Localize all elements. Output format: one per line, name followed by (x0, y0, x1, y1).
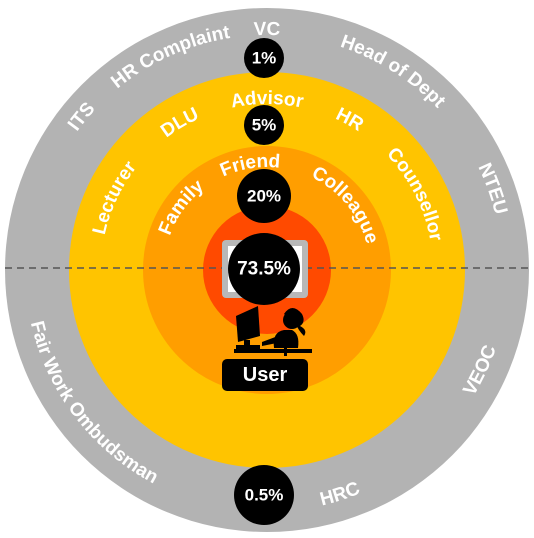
label-vc: VC (253, 19, 280, 40)
user-label: User (243, 364, 288, 386)
badge-inner: 73.5% (228, 233, 300, 305)
user-label-box: User (222, 359, 308, 391)
person-at-computer-icon (234, 306, 312, 356)
badge-second: 5% (244, 105, 284, 145)
badge-outer: 1% (244, 38, 284, 78)
percentage-bottom: 0.5% (245, 486, 284, 505)
outer-label-vc-wrap: VC (253, 19, 280, 40)
percentage-second: 5% (252, 116, 277, 135)
badge-third: 20% (237, 169, 291, 223)
percentage-inner: 73.5% (237, 259, 291, 280)
percentage-outer: 1% (252, 49, 277, 68)
badge-bottom: 0.5% (234, 465, 294, 525)
percentage-third: 20% (247, 187, 281, 206)
